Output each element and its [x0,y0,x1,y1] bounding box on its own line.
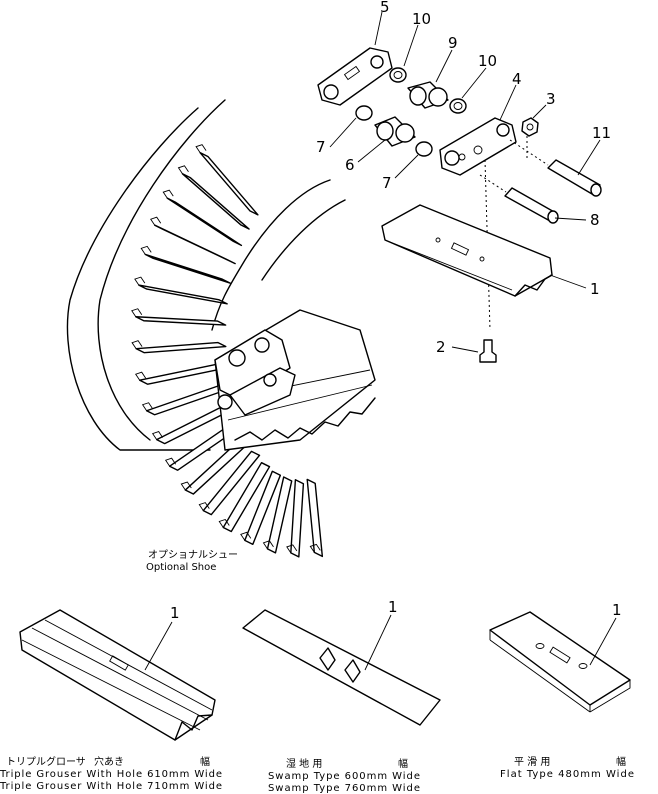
track-grouser-tip [240,531,252,541]
track-grouser-bar [222,461,271,533]
track-grouser-tip [164,457,177,467]
track-grouser-tip [131,340,143,349]
track-grouser-bar [139,363,229,385]
triple-jp-name: トリプルグローサ [6,755,86,768]
track-grouser-tip [141,402,154,411]
swamp-jp-width: 幅 [398,757,408,770]
swamp-jp-name: 湿 地 用 [286,757,322,770]
track-grouser-bar [154,224,236,265]
callout-1: 1 [590,280,600,298]
track-grouser-tip [286,544,298,554]
callout-10b: 10 [478,52,497,70]
triple-jp-width: 幅 [200,755,210,768]
optional-shoe-en: Optional Shoe [146,562,216,573]
callout-opt-1-triple: 1 [170,604,180,622]
triple-jp-hole: 穴あき [94,755,124,768]
track-grouser-tip [198,502,210,511]
track-grouser-tip [162,189,174,199]
track-grouser-bar [166,197,243,247]
track-grouser-tip [135,371,147,381]
captions: オプショナルシュー Optional Shoe トリプルグローサ 穴あき 幅 T… [0,549,634,794]
optional-shoe-jp: オプショナルシュー [148,549,238,561]
nut-3 [521,117,539,137]
callout-11: 11 [592,124,611,142]
track-grouser-tip [177,165,189,175]
callout-2: 2 [436,338,446,356]
flat-jp-width: 幅 [616,755,626,768]
track-grouser-bar [266,476,293,554]
track-shoe-1 [381,204,553,297]
pin-11 [547,159,601,195]
triple-line-2: Triple Grouser With Hole 710mm Wide [0,781,222,792]
callout-7b: 7 [382,174,392,192]
seal-ring-7b [415,141,433,157]
track-grouser-tip [131,308,143,318]
callout-10a: 10 [412,10,431,28]
swamp-line-2: Swamp Type 760mm Wide [268,783,420,794]
callout-4: 4 [512,70,522,88]
flat-line-1: Flat Type 480mm Wide [500,769,634,780]
track-grouser-bar [138,284,228,305]
optional-shoe-swamp [242,609,441,726]
flat-jp-name: 平 滑 用 [514,756,550,768]
track-grouser-bar [199,151,259,216]
triple-line-1: Triple Grouser With Hole 610mm Wide [0,769,222,780]
track-grouser-tip [195,144,207,153]
track-grouser-tip [309,543,321,553]
callout-7a: 7 [316,138,326,156]
track-grouser-bar [144,253,232,284]
track-grouser-bar [202,450,261,516]
track-grouser-bar [181,173,250,230]
callout-3: 3 [546,90,556,108]
track-grouser-tip [151,431,164,440]
callout-8: 8 [590,211,600,229]
callout-5: 5 [380,0,390,16]
track-grouser-bar [135,341,227,354]
track-grouser-bar [290,479,305,558]
track-grouser-tip [218,518,230,528]
track-grouser-tip [150,216,162,226]
shoe-bolt-2 [479,339,497,363]
track-grouser-tip [180,481,192,491]
seal-ring-10a [389,67,407,83]
callout-opt-1-swamp: 1 [388,598,398,616]
callout-6: 6 [345,156,355,174]
callout-opt-1-flat: 1 [612,601,622,619]
track-assembly [66,99,376,558]
seal-ring-10b [449,98,467,114]
track-grouser-bar [135,316,227,326]
track-grouser-tip [134,276,146,286]
leader-lines [144,11,617,671]
callout-9: 9 [448,34,458,52]
seal-ring-7a [355,105,373,121]
track-grouser-bar [244,470,282,546]
track-grouser-bar [306,478,324,558]
optional-shoe-triple-grouser [19,609,216,741]
callout-numbers: 5 10 9 10 4 3 7 11 6 7 8 1 2 1 1 1 [170,0,622,622]
exploded-parts [317,47,602,363]
track-grouser-tip [262,540,274,550]
optional-shoe-flat [489,611,631,713]
swamp-line-1: Swamp Type 600mm Wide [268,771,420,782]
track-grouser-tip [140,245,152,255]
